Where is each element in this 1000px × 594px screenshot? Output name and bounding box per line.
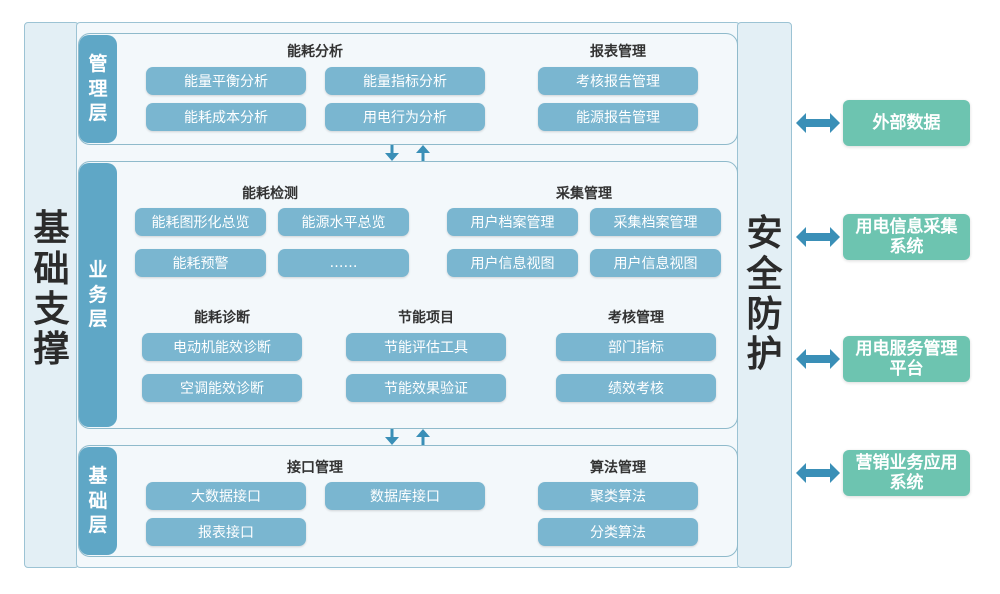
module-button[interactable]: 能耗预警 (135, 249, 266, 277)
module-button[interactable]: 数据库接口 (325, 482, 485, 510)
security-title-char: 安 (746, 213, 783, 255)
label-char: 层 (88, 102, 108, 125)
up-arrow-icon (416, 145, 430, 161)
external-system-label: 系统 (889, 237, 924, 257)
support-title-char: 基 (33, 208, 70, 250)
label-char: 层 (88, 514, 108, 537)
label-char: 层 (88, 308, 108, 331)
security-title-char: 护 (746, 334, 783, 376)
support-title-char: 支 (33, 289, 70, 330)
module-button[interactable]: 绩效考核 (556, 374, 716, 402)
external-system-box[interactable]: 用电信息采集 系统 (843, 214, 970, 260)
module-button[interactable]: 电动机能效诊断 (142, 333, 302, 361)
label-char: 理 (88, 77, 108, 100)
up-arrow-icon (416, 429, 430, 445)
module-button[interactable]: 用户信息视图 (447, 249, 578, 277)
module-button[interactable]: 考核报告管理 (538, 67, 698, 95)
module-button[interactable]: 用电行为分析 (325, 103, 485, 131)
module-button[interactable]: 能源报告管理 (538, 103, 698, 131)
group-title-assessment-management: 考核管理 (608, 310, 664, 326)
support-title-char: 撑 (33, 329, 70, 371)
support-panel (24, 22, 79, 568)
external-system-label: 用电服务管理 (855, 338, 958, 359)
business-layer-label: 业 务 层 (79, 163, 117, 427)
double-arrow-icon (796, 227, 840, 247)
module-button[interactable]: 节能评估工具 (346, 333, 506, 361)
security-title-char: 全 (746, 253, 783, 295)
module-button[interactable]: 大数据接口 (146, 482, 306, 510)
group-title-interface-management: 接口管理 (287, 460, 343, 476)
module-button[interactable]: 部门指标 (556, 333, 716, 361)
label-char: 基 (88, 464, 108, 487)
group-title-energy-diagnosis: 能耗诊断 (194, 310, 250, 326)
double-arrow-icon (796, 113, 840, 133)
label-char: 管 (88, 52, 108, 75)
group-title-energy-monitoring: 能耗检测 (242, 186, 298, 202)
external-system-label: 系统 (889, 473, 924, 493)
group-title-energy-analysis: 能耗分析 (287, 44, 343, 60)
module-button[interactable]: 采集档案管理 (590, 208, 721, 236)
module-button[interactable]: 能耗成本分析 (146, 103, 306, 131)
module-button[interactable]: 空调能效诊断 (142, 374, 302, 402)
foundation-layer-label: 基 础 层 (79, 447, 117, 555)
external-system-label: 平台 (889, 359, 924, 379)
security-title-char: 防 (746, 294, 783, 335)
management-layer-label: 管 理 层 (79, 35, 117, 143)
module-button[interactable]: 用户信息视图 (590, 249, 721, 277)
external-system-box[interactable]: 用电服务管理 平台 (843, 336, 970, 382)
label-char: 务 (88, 283, 108, 306)
module-button[interactable]: …… (278, 249, 409, 277)
down-arrow-icon (385, 429, 399, 445)
group-title-collection-management: 采集管理 (556, 186, 612, 202)
double-arrow-icon (796, 349, 840, 369)
module-button[interactable]: 聚类算法 (538, 482, 698, 510)
label-char: 业 (88, 258, 108, 281)
module-button[interactable]: 报表接口 (146, 518, 306, 546)
module-button[interactable]: 用户档案管理 (447, 208, 578, 236)
module-button[interactable]: 能量指标分析 (325, 67, 485, 95)
external-system-label: 外部数据 (872, 112, 941, 133)
security-title: 安 全 防 护 (737, 195, 792, 395)
module-button[interactable]: 节能效果验证 (346, 374, 506, 402)
group-title-report-management: 报表管理 (590, 44, 646, 60)
external-system-box[interactable]: 营销业务应用 系统 (843, 450, 970, 496)
external-system-label: 营销业务应用 (855, 452, 958, 473)
group-title-energy-saving-project: 节能项目 (398, 310, 454, 326)
module-button[interactable]: 能源水平总览 (278, 208, 409, 236)
double-arrow-icon (796, 463, 840, 483)
label-char: 础 (88, 489, 108, 512)
external-system-box[interactable]: 外部数据 (843, 100, 970, 146)
module-button[interactable]: 能耗图形化总览 (135, 208, 266, 236)
support-title-char: 础 (33, 248, 70, 290)
module-button[interactable]: 能量平衡分析 (146, 67, 306, 95)
support-title: 基 础 支 撑 (24, 190, 79, 390)
external-system-label: 用电信息采集 (855, 216, 958, 237)
down-arrow-icon (385, 145, 399, 161)
module-button[interactable]: 分类算法 (538, 518, 698, 546)
group-title-algorithm-management: 算法管理 (590, 460, 646, 476)
